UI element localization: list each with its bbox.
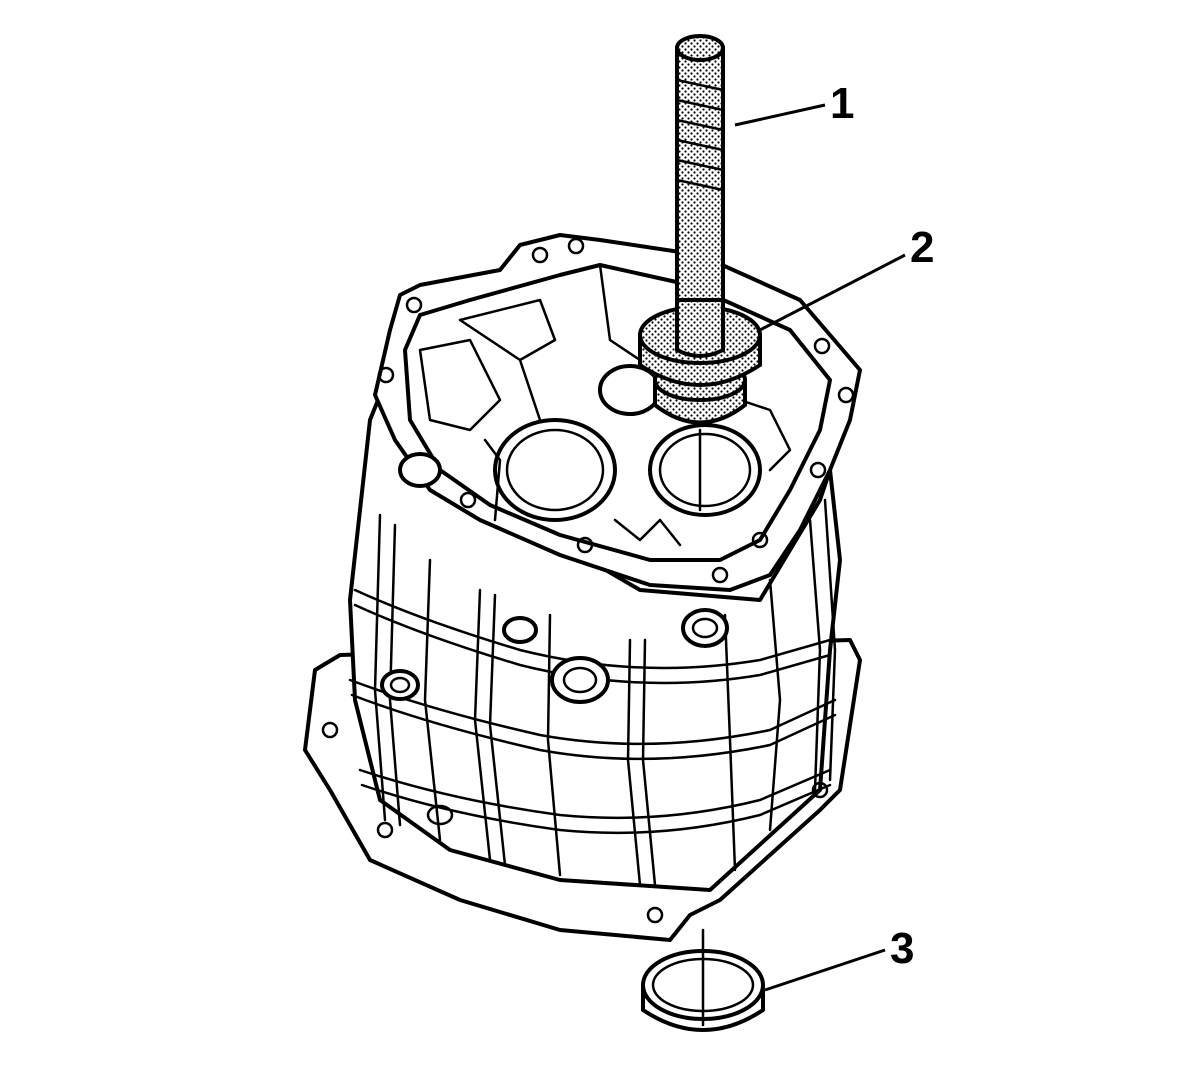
callout-1: 1 xyxy=(734,79,854,128)
callout-2: 2 xyxy=(759,223,934,332)
bearing-bore-right xyxy=(648,423,762,517)
side-boss-5 xyxy=(502,616,538,644)
transmission-case xyxy=(303,233,862,942)
callout-label-2: 2 xyxy=(910,223,934,272)
leader-line-2 xyxy=(759,253,906,332)
installer-tool xyxy=(638,298,762,512)
callout-3: 3 xyxy=(764,924,914,992)
callout-label-1: 1 xyxy=(830,79,854,128)
side-boss-3 xyxy=(380,669,420,701)
side-boss-4 xyxy=(398,452,442,488)
callout-label-3: 3 xyxy=(890,924,914,973)
bearing-bore-left xyxy=(493,418,617,522)
side-boss-2 xyxy=(681,608,729,648)
flange-bolt-holes xyxy=(377,237,855,584)
side-boss-1 xyxy=(550,656,610,704)
bearing-cup xyxy=(641,928,765,1032)
leader-line-3 xyxy=(764,948,886,992)
leader-line-1 xyxy=(734,103,826,127)
